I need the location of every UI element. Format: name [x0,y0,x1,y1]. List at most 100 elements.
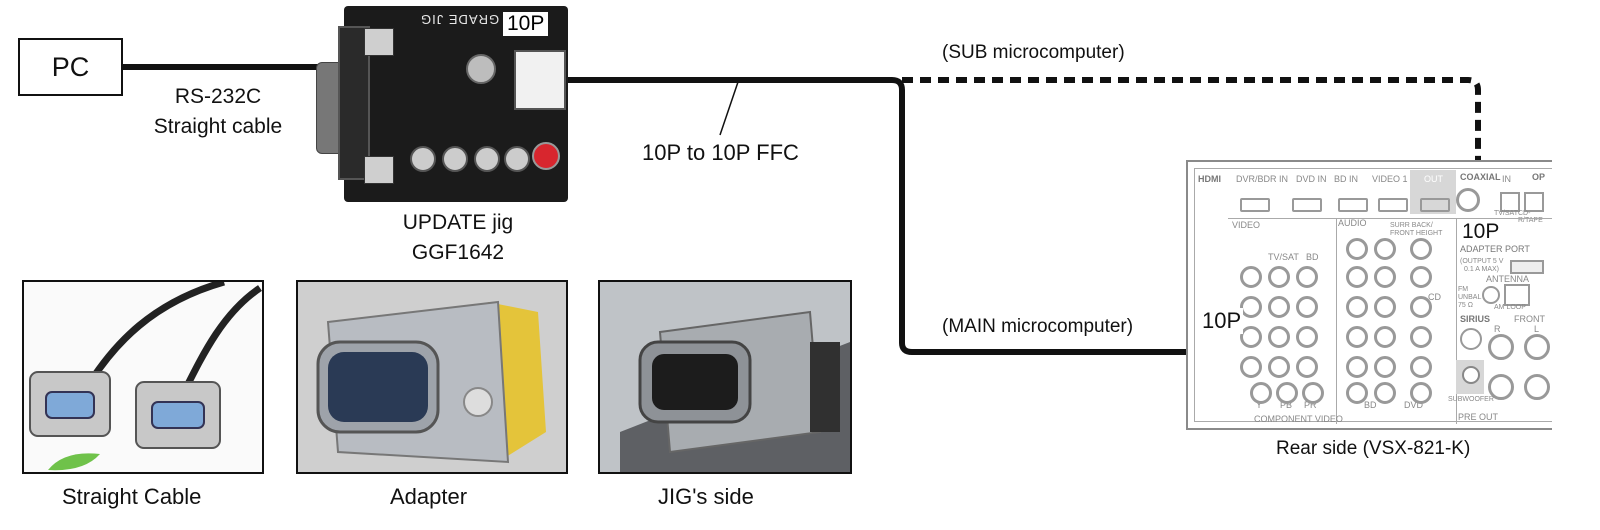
adapter-port-note: (OUTPUT 5 V [1460,258,1504,265]
jig-caption: UPDATE jig GGF1642 [368,208,548,268]
rca-jack [1296,296,1318,318]
adapter-port-title: 10P [1462,220,1500,243]
comp-y-label: Y [1256,400,1263,410]
rca-jack [1346,326,1368,348]
bd-label: BD [1306,252,1319,262]
front-l-label: L [1534,324,1540,334]
tv-sat-label: TV/SAT [1268,252,1299,262]
adapter-caption: Adapter [390,484,468,509]
mount-tab-bottom [364,156,394,184]
comp-pr-label: PR [1304,400,1317,410]
rca-jack [1374,356,1396,378]
hdmi-port-1 [1240,198,1270,212]
bottom-bd-label: BD [1364,400,1377,410]
jig-port-label: 10P [503,12,549,36]
jig-name: UPDATE jig [402,211,514,234]
panel-inner [1194,168,1552,422]
fm-jack [1482,286,1500,304]
audio-section [1336,218,1457,424]
coaxial-jack [1456,188,1480,212]
leaf-icon [48,453,100,471]
receiver-caption: Rear side (VSX-821-K) [1276,438,1471,459]
rca-jack [1346,356,1368,378]
row-divider [1228,218,1552,219]
capacitor [466,54,496,84]
dvr-bdr-in-label: DVR/BDR IN [1236,174,1289,184]
rca-jack [1250,382,1272,404]
hdmi-port-2 [1292,198,1322,212]
rca-jack [1410,356,1432,378]
jig-side-drawing [620,310,850,472]
speaker-terminal-1 [1488,334,1514,360]
fm-unbal-label: FM UNBAL 75 Ω [1458,286,1482,309]
adapter-port-note2: 0.1 A MAX) [1464,266,1500,273]
subwoofer-label: SUBWOOFER [1448,396,1494,403]
update-jig-board: GRADE JIG 10P [300,6,568,202]
rca-jack [1240,326,1262,348]
straight-cable-caption: Straight Cable [62,484,202,509]
straight-cable-photo [22,280,264,474]
adapter-port-socket [1510,260,1544,274]
rca-jack [1296,266,1318,288]
op-label: OP [1532,172,1546,182]
bd-in-label: BD IN [1334,174,1359,184]
rca-jack [1240,266,1262,288]
rca-jack [1268,356,1290,378]
optical-port-2 [1524,192,1544,212]
rs232-label-line2: Straight cable [153,115,283,138]
opt-in-label: IN [1502,174,1511,184]
jig-side-photo [598,280,852,474]
db9-plug-right [135,381,221,449]
straight-cable-drawing [29,282,262,471]
comp-pb-label: PB [1280,400,1293,410]
rs232-label: RS-232C Straight cable [138,82,298,142]
audio-label: AUDIO [1338,218,1367,228]
ffc-pointer [719,81,739,136]
rca-jack [1346,238,1368,260]
rca-jack [1346,266,1368,288]
small-cap-1 [410,146,436,172]
rca-jack [1410,238,1432,260]
ffc-label: 10P to 10P FFC [642,140,799,165]
sub-microcomputer-label: (SUB microcomputer) [942,42,1125,63]
video-section [1228,218,1337,424]
speaker-terminal-3 [1488,374,1514,400]
rca-jack [1296,326,1318,348]
am-terminal [1504,284,1530,306]
board-text: GRADE JIG [420,12,500,27]
adapter-drawing [316,300,546,464]
rca-jack [1302,382,1324,404]
front-r-label: R [1494,324,1501,334]
rca-jack [1410,266,1432,288]
rca-jack [1410,382,1432,404]
rca-jack [1268,266,1290,288]
coaxial-label: COAXIAL [1460,172,1501,182]
speaker-terminal-2 [1524,334,1550,360]
rca-jack [1374,238,1396,260]
sub-dashed-cable [902,77,1481,192]
dvd-in-label: DVD IN [1296,174,1327,184]
sirius-jack [1460,328,1482,350]
cd-r-tape-opt-label: CD-R/TAPE [1518,210,1543,224]
rca-jack [1374,296,1396,318]
video1-in-label: VIDEO 1 IN [1372,174,1420,184]
hdmi-port-out [1420,198,1450,212]
rca-jack [1346,382,1368,404]
hdmi-label: HDMI [1198,174,1221,184]
subwoofer-jack [1462,366,1480,384]
rca-jack [1276,382,1298,404]
rca-jack [1374,266,1396,288]
adapter-photo [296,280,568,474]
rca-jack [1346,296,1368,318]
mount-tab-top [364,28,394,56]
video-label: VIDEO [1232,220,1261,230]
adapter-port-subtitle: ADAPTER PORT [1460,244,1530,254]
small-cap-3 [474,146,500,172]
small-cap-2 [442,146,468,172]
sirius-label: SIRIUS [1460,314,1491,324]
optical-port-1 [1500,192,1520,212]
jig-side-caption: JIG's side [658,484,754,509]
rca-jack [1410,326,1432,348]
tv-sat-opt-label: TV/SAT [1494,210,1518,217]
antenna-label: ANTENNA [1486,274,1530,284]
